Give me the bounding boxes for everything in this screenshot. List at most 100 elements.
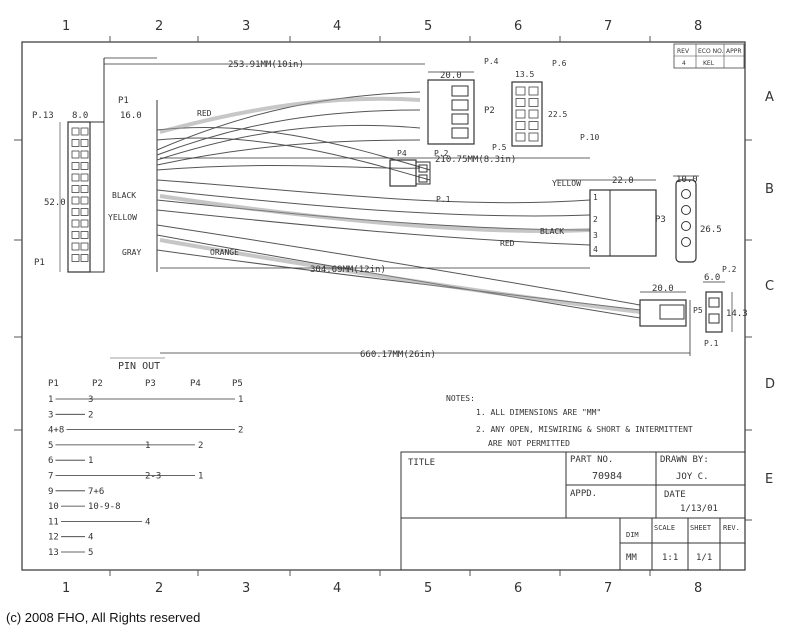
p5-floppy-connector	[639, 281, 733, 333]
scale-label: SCALE	[654, 524, 675, 532]
pinout-cell: 5	[88, 548, 93, 558]
right-grid-labels: A B C D E	[765, 90, 775, 487]
label-p1-mid: P.1	[436, 195, 451, 204]
dimension-lines	[104, 63, 691, 356]
pinout-headers: P1 P2 P3 P4 P5	[48, 379, 243, 389]
p1-pin-cell	[80, 196, 89, 205]
pinout-cell: 1	[238, 395, 243, 405]
appd-label: APPD.	[570, 489, 597, 499]
dim-top-length: 253.91MM(10in)	[228, 60, 304, 70]
dim-mid-length: 210.75MM(8.3in)	[435, 155, 516, 165]
revision-table: REV ECO NO. APPR 4 KEL	[673, 43, 745, 69]
p5-right-labels: 20.0 6.0 14.3 P5 P.2 P.1	[652, 265, 748, 348]
p1-pin-cell	[80, 173, 89, 182]
label-black-right: BLACK	[540, 227, 564, 236]
p5-pin-cell	[528, 109, 539, 119]
pinout-cell: 2	[88, 410, 93, 420]
grid-col-1-top: 1	[62, 19, 70, 34]
pinout-cell: 2	[198, 441, 203, 451]
dim-p3-depth: 10.0	[676, 175, 698, 185]
dim-p1-width: 16.0	[120, 111, 142, 121]
grid-col-2-bottom: 2	[155, 581, 163, 596]
title-block-frame	[400, 451, 746, 571]
sheet-value: 1/1	[696, 553, 712, 563]
grid-row-b: B	[765, 182, 774, 197]
label-red-right: RED	[500, 239, 515, 248]
pinout-cell: 4+8	[48, 426, 64, 436]
p1-pin-cell	[80, 254, 89, 262]
p5-pin-cell	[528, 132, 539, 142]
p1-pin-cell	[80, 150, 89, 159]
label-orange: ORANGE	[210, 248, 239, 257]
notes: NOTES: 1. ALL DIMENSIONS ARE "MM" 2. ANY…	[446, 394, 693, 448]
grid-row-e: E	[765, 472, 773, 487]
dim-label: DIM	[626, 531, 639, 539]
p5-pin-cell	[515, 98, 526, 107]
part-no-label: PART NO.	[570, 455, 613, 465]
bottom-grid-labels: 1 2 3 4 5 6 7 8	[62, 581, 702, 596]
dim-p3-width: 22.0	[612, 176, 634, 186]
label-p13: P.13	[32, 111, 54, 121]
drawn-by-label: DRAWN BY:	[660, 455, 709, 465]
p1-pin-cell	[71, 127, 80, 136]
p1-pin-cells	[71, 127, 89, 262]
dim-p13-width: 8.0	[72, 111, 88, 121]
p1-pin-cell	[80, 242, 89, 251]
dim-p4-height: 14.3	[726, 309, 748, 319]
label-p5: P.5	[492, 143, 507, 152]
p1-pin-cell	[80, 219, 89, 228]
p5-pin-cell	[528, 98, 539, 107]
pinout-cell: 4	[88, 533, 93, 543]
pinout-header-p1: P1	[48, 379, 59, 389]
pinout-header-p4: P4	[190, 379, 201, 389]
pinout-cell: 11	[48, 517, 59, 527]
p1-pin-cell	[71, 185, 80, 193]
grid-col-4-bottom: 4	[333, 581, 341, 596]
copyright-notice: (c) 2008 FHO, All Rights reserved	[6, 610, 201, 625]
pinout-cell: 7+6	[88, 487, 104, 497]
p1-pin-cell	[71, 139, 80, 147]
label-p10: P.10	[580, 133, 599, 142]
label-yellow-left: YELLOW	[108, 213, 137, 222]
label-p6: P.6	[552, 59, 567, 68]
pinout-cell: 12	[48, 533, 59, 543]
label-black: BLACK	[112, 191, 136, 200]
grid-col-2-top: 2	[155, 19, 163, 34]
grid-row-d: D	[765, 377, 775, 392]
notes-title: NOTES:	[446, 394, 475, 403]
p5-pin-cell	[515, 121, 526, 130]
label-p1-bottom: P1	[34, 258, 45, 268]
grid-col-3-top: 3	[242, 19, 250, 34]
p1-backshell	[103, 57, 158, 272]
pinout-cell: 1	[48, 395, 53, 405]
pinout-cell: 1	[145, 441, 150, 451]
grid-col-7-top: 7	[604, 19, 612, 34]
pinout-cell: 2-3	[145, 472, 161, 482]
label-red-top: RED	[197, 109, 212, 118]
pinout-header-p5: P5	[232, 379, 243, 389]
grid-col-1-bottom: 1	[62, 581, 70, 596]
p4-connector	[389, 159, 431, 187]
dim-p2-width: 20.0	[440, 71, 462, 81]
p2-connector	[427, 71, 475, 145]
appr-header: APPR	[726, 48, 742, 55]
pinout-cell: 4	[145, 517, 150, 527]
grid-col-8-bottom: 8	[694, 581, 702, 596]
dim-value: MM	[626, 553, 637, 563]
pinout-cell: 9	[48, 487, 53, 497]
pinout-title: PIN OUT	[118, 361, 160, 372]
note-2a: 2. ANY OPEN, MISWIRING & SHORT & INTERMI…	[476, 425, 693, 434]
p3-pin-1: 1	[593, 193, 598, 202]
top-grid-labels: 1 2 3 4 5 6 7 8	[62, 19, 702, 34]
p1-pin-cell	[71, 173, 80, 182]
rev-value: 4	[682, 60, 686, 67]
label-p4-mid: P4	[397, 149, 407, 158]
part-no-value: 70984	[592, 471, 622, 482]
p5-pin-cell	[515, 86, 526, 96]
note-2b: ARE NOT PERMITTED	[488, 439, 570, 448]
label-p2-right: P.2	[722, 265, 737, 274]
pinout-header-p3: P3	[145, 379, 156, 389]
pinout-header-p2: P2	[92, 379, 103, 389]
